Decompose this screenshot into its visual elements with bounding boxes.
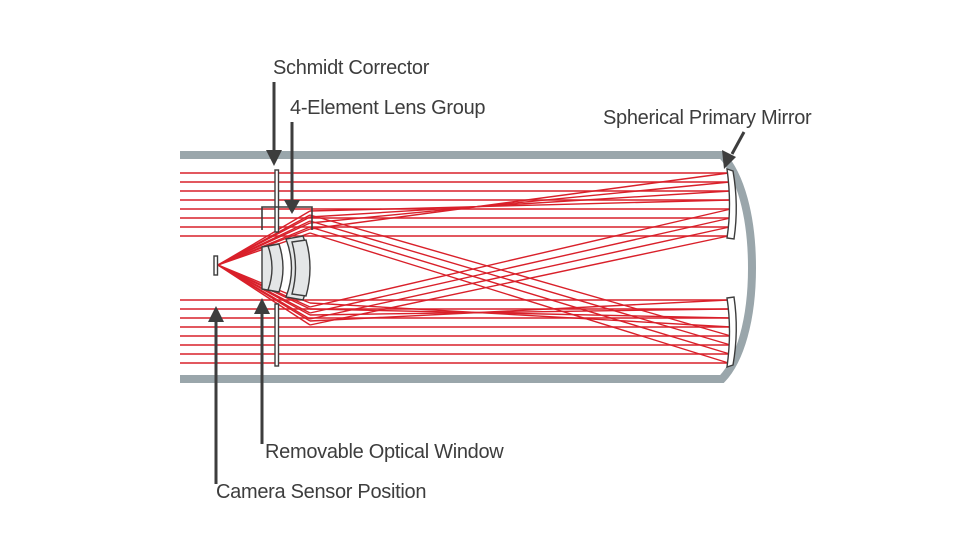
schmidt-corrector-label: Schmidt Corrector xyxy=(273,57,430,79)
reflected-ray xyxy=(309,217,731,314)
lens-group-label: 4-Element Lens Group xyxy=(290,97,485,119)
reflected-ray xyxy=(309,190,731,218)
reflected-ray xyxy=(309,302,731,328)
reflected-ray xyxy=(309,226,730,355)
reflected-ray xyxy=(309,226,730,320)
primary-mirror-lower xyxy=(726,296,737,369)
corrector-plate-upper xyxy=(274,169,280,233)
optical-window-arrowhead xyxy=(254,298,270,314)
reflected-ray xyxy=(309,214,732,337)
reflected-ray xyxy=(309,308,731,319)
callout-arrows xyxy=(208,82,746,484)
lens-element-4 xyxy=(291,239,311,297)
lens-group-bracket xyxy=(261,206,313,230)
optical-window-label: Removable Optical Window xyxy=(265,441,504,463)
primary-mirror-label: Spherical Primary Mirror xyxy=(603,107,812,129)
reflected-ray xyxy=(309,220,731,346)
spherical-primary-mirror xyxy=(726,167,737,369)
primary-mirror-arrow-shaft xyxy=(730,131,746,155)
corrector-plate-lower xyxy=(274,303,280,367)
four-element-lens-group xyxy=(261,235,311,301)
sensor-position-label: Camera Sensor Position xyxy=(216,481,426,503)
reflected-ray xyxy=(309,232,729,364)
focused-ray xyxy=(217,220,311,266)
reflected-ray xyxy=(309,181,730,224)
primary-mirror-arrowhead xyxy=(722,150,736,169)
focused-ray xyxy=(217,214,311,266)
sensor-position-arrowhead xyxy=(208,306,224,322)
primary-mirror-upper xyxy=(726,167,737,240)
lens-group-arrowhead xyxy=(284,200,300,214)
reflected-ray xyxy=(309,308,730,316)
schmidt-corrector-arrowhead xyxy=(266,150,282,166)
light-rays xyxy=(180,172,732,364)
schmidt-corrector-plate xyxy=(274,169,280,367)
camera-sensor xyxy=(213,255,219,276)
focused-ray xyxy=(217,264,311,322)
lens-element-2 xyxy=(267,243,284,293)
reflected-ray xyxy=(309,208,732,308)
